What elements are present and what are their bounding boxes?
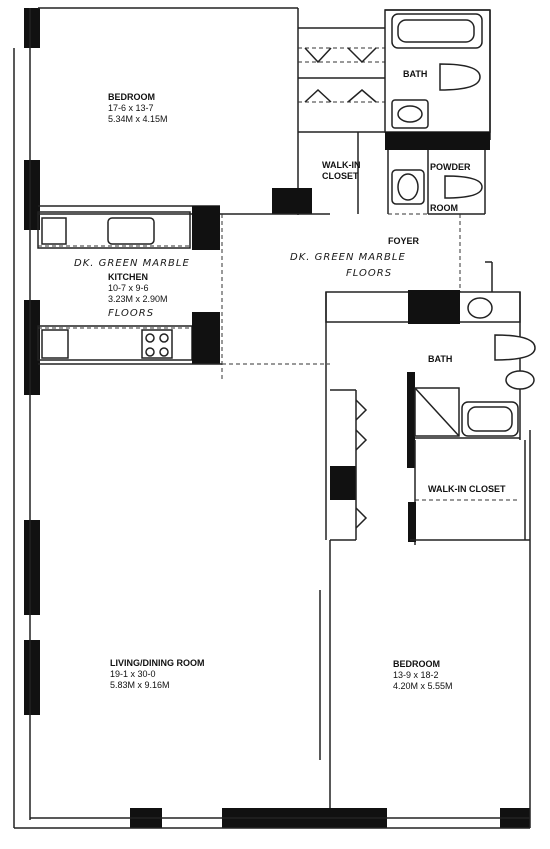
bedroom-top-name: BEDROOM xyxy=(108,92,155,102)
walkin-top-label-2: CLOSET xyxy=(322,171,359,181)
bedroom-top-walls xyxy=(38,8,385,215)
kitchen-dims-m: 3.23M x 2.90M xyxy=(108,294,168,304)
kitchen-name: KITCHEN xyxy=(108,272,148,282)
bedroom-top-label: BEDROOM 17-6 x 13-7 5.34M x 4.15M xyxy=(108,92,168,124)
bedroom-top-dims-m: 5.34M x 4.15M xyxy=(108,114,168,124)
kitchen-dims-ft: 10-7 x 9-6 xyxy=(108,283,149,293)
divider-closets xyxy=(319,389,368,808)
walkin-middle-label: WALK-IN CLOSET xyxy=(428,484,506,494)
foyer-note-1: DK. GREEN MARBLE xyxy=(290,252,406,263)
foyer-lines xyxy=(221,214,493,380)
foyer-note-2: FLOORS xyxy=(346,268,392,279)
living-dining-dims-m: 5.83M x 9.16M xyxy=(110,680,170,690)
bedroom-bottom-name: BEDROOM xyxy=(393,659,440,669)
bedroom-bottom-dims-m: 4.20M x 5.55M xyxy=(393,681,453,691)
kitchen-note-1: DK. GREEN MARBLE xyxy=(74,258,190,269)
middle-bath xyxy=(325,290,536,540)
kitchen-label: KITCHEN 10-7 x 9-6 3.23M x 2.90M xyxy=(108,272,168,304)
walkin-middle xyxy=(408,440,530,545)
living-dining-dims-ft: 19-1 x 30-0 xyxy=(110,669,156,679)
perimeter-walls xyxy=(13,7,531,829)
bath-top-label: BATH xyxy=(403,69,427,79)
kitchen-note-2: FLOORS xyxy=(108,308,154,319)
powder-room-label-1: POWDER xyxy=(430,162,471,172)
bedroom-bottom-label: BEDROOM 13-9 x 18-2 4.20M x 5.55M xyxy=(393,659,453,691)
bedroom-bottom-dims-ft: 13-9 x 18-2 xyxy=(393,670,439,680)
living-dining-label: LIVING/DINING ROOM 19-1 x 30-0 5.83M x 9… xyxy=(110,658,205,690)
bath-middle-label: BATH xyxy=(428,354,452,364)
bedroom-top-dims-ft: 17-6 x 13-7 xyxy=(108,103,154,113)
foyer-label: FOYER xyxy=(388,236,420,246)
powder-room-label-2: ROOM xyxy=(430,203,458,213)
walkin-powder-walls xyxy=(357,132,486,215)
top-bath-fixtures xyxy=(384,9,491,150)
walkin-top-label-1: WALK-IN xyxy=(322,160,361,170)
kitchen-walls xyxy=(37,205,222,365)
living-dining-name: LIVING/DINING ROOM xyxy=(110,658,205,668)
